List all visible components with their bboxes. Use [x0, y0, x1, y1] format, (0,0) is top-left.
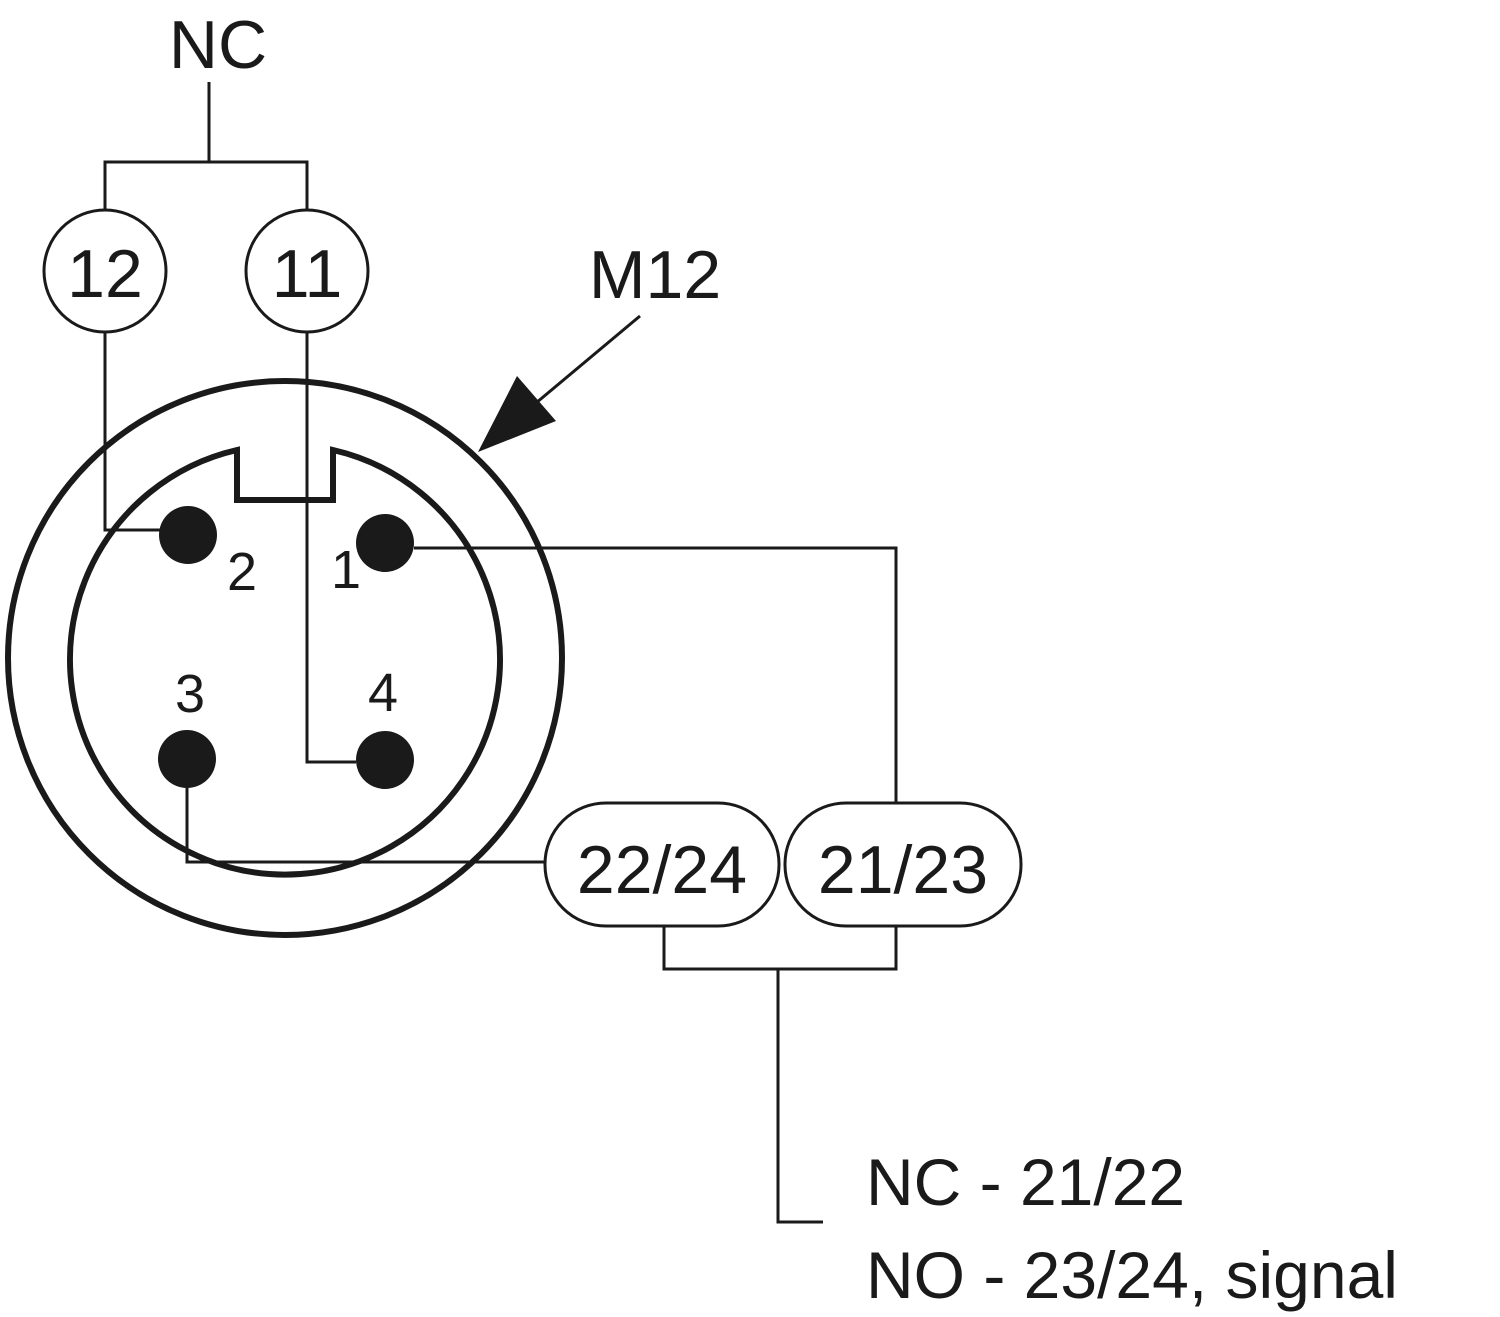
connector-inner-ring — [67, 446, 503, 878]
terminal-21-23: 21/23 — [783, 801, 1023, 928]
nc-top-label: NC — [169, 7, 267, 83]
terminal-12-label: 12 — [67, 236, 143, 312]
pin-3-dot — [158, 730, 216, 788]
terminal-11-label: 11 — [272, 236, 343, 312]
terminal-22-24: 22/24 — [543, 801, 781, 928]
nc-bus-line — [103, 160, 309, 210]
terminal-21-23-oval — [783, 801, 1023, 928]
pin-1-dot — [356, 514, 414, 572]
pin-4-dot — [356, 731, 414, 789]
m12-arrow-head — [478, 376, 556, 452]
terminal-11: 11 — [244, 208, 370, 334]
pin-2-label: 2 — [227, 542, 257, 602]
pin-2-dot — [159, 506, 217, 564]
connector-outer-ring — [5, 378, 565, 938]
note-no: NO - 23/24, signal — [866, 1238, 1398, 1312]
pin-3-label: 3 — [175, 664, 205, 724]
wire-12-to-pin2 — [103, 332, 160, 532]
pin-4-label: 4 — [368, 663, 398, 723]
terminal-21-23-label: 21/23 — [818, 832, 988, 908]
note-nc: NC - 21/22 — [866, 1145, 1185, 1219]
bottom-bus-line — [662, 926, 898, 971]
pin-1-label: 1 — [331, 540, 361, 600]
wire-11-to-pin4 — [305, 332, 356, 764]
terminal-22-24-label: 22/24 — [577, 832, 747, 908]
terminal-22-24-oval — [543, 801, 781, 928]
wire-pin1-to-2123 — [414, 546, 898, 803]
m12-label: M12 — [589, 237, 721, 313]
wire-pin3-to-2224 — [185, 788, 545, 864]
terminal-12: 12 — [42, 208, 168, 334]
bottom-lead-line — [776, 969, 823, 1224]
m12-arrow-line — [529, 314, 641, 410]
